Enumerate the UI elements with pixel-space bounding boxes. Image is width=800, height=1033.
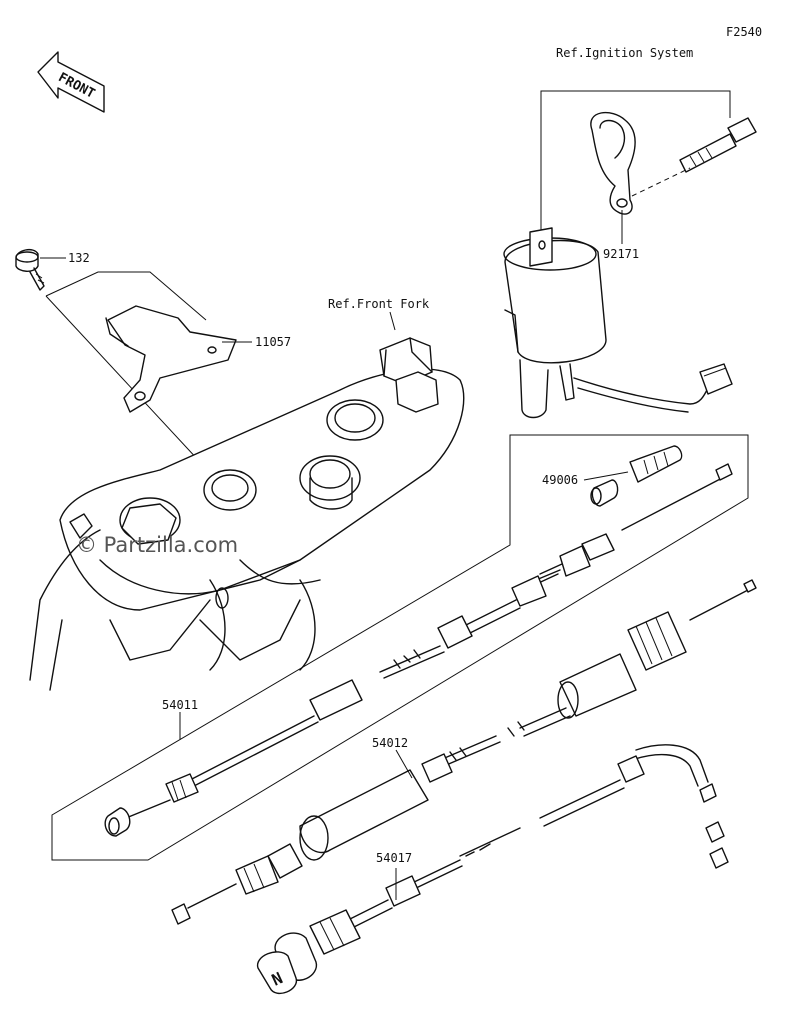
part-number-54011: 54011 <box>162 698 198 712</box>
ref-front-fork-label: Ref.Front Fork <box>328 297 430 311</box>
throttle-cable-54012 <box>171 579 757 925</box>
triple-clamp <box>29 337 465 691</box>
ignition-clamp <box>590 111 636 215</box>
cable-54012-leader <box>395 749 413 779</box>
boot-49006 <box>590 445 683 507</box>
front-fork-leader <box>389 311 396 331</box>
boot-leader <box>583 471 629 481</box>
choke-cable-54017: N <box>257 744 729 994</box>
part-number-54012: 54012 <box>372 736 408 750</box>
part-number-92171: 92171 <box>603 247 639 261</box>
ref-ignition-label: Ref.Ignition System <box>556 46 693 60</box>
bracket-ref-outline <box>45 271 207 463</box>
throttle-cable-54011 <box>104 463 733 837</box>
front-arrow-icon: FRONT <box>37 51 105 113</box>
part-number-11057: 11057 <box>255 335 291 349</box>
ignition-bolt <box>631 117 757 197</box>
part-number-54017: 54017 <box>376 851 412 865</box>
bolt-132 <box>15 248 45 291</box>
part-number-132: 132 <box>68 251 90 265</box>
ignition-ref-bracket <box>540 90 731 230</box>
diagram-code: F2540 <box>726 25 762 39</box>
cable-enclosure-outline <box>51 434 749 861</box>
ignition-coil <box>503 227 733 419</box>
part-number-49006: 49006 <box>542 473 578 487</box>
bracket-11057 <box>105 305 237 413</box>
watermark: © Partzilla.com <box>76 533 238 557</box>
